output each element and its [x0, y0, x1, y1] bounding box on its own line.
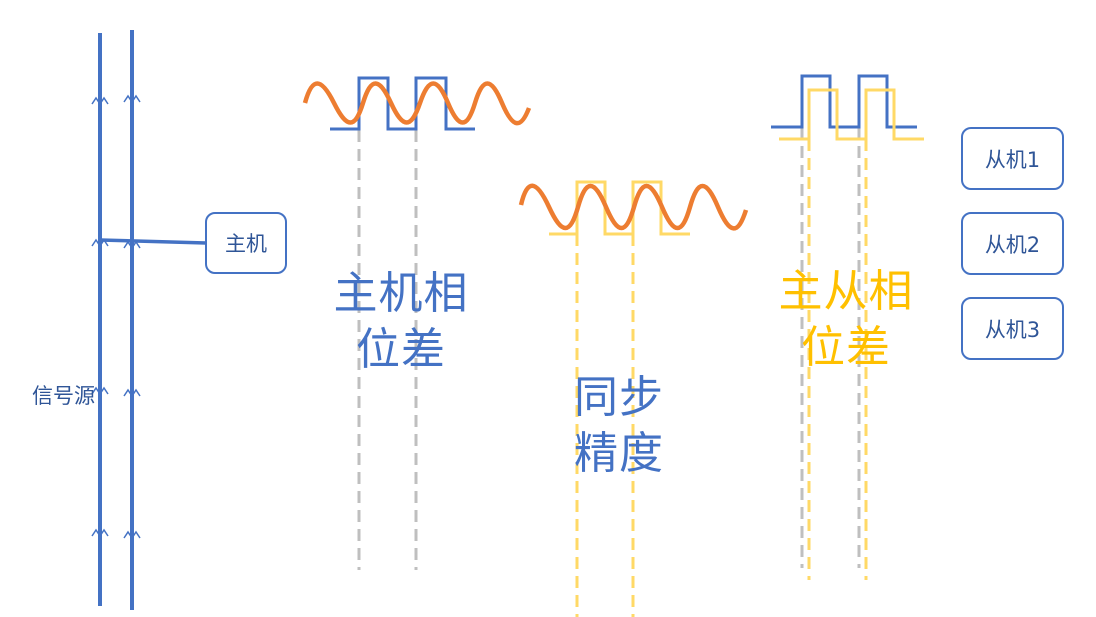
slave-node-label: 从机1 — [984, 147, 1041, 172]
signal-source-label: 信号源 — [32, 384, 95, 408]
slave-node-label: 从机3 — [984, 317, 1041, 342]
slave-node-label: 从机2 — [984, 232, 1041, 257]
master-connector — [99, 238, 207, 245]
bus-break-marks — [91, 94, 141, 540]
sine-wave-master — [302, 81, 532, 126]
slave-node-box-2[interactable]: 从机2 — [961, 212, 1064, 275]
sync-precision-label-line2: 精度 — [574, 428, 664, 479]
master-phase-label-line2: 位差 — [356, 324, 446, 375]
sync-precision-label: 同步 精度 — [554, 370, 684, 482]
master-node-box[interactable]: 主机 — [205, 212, 287, 274]
master-phase-waveforms — [302, 76, 532, 570]
master-phase-label-line1: 主机相 — [333, 268, 469, 319]
sine-wave-sync — [518, 183, 749, 231]
square-wave-slave — [779, 88, 924, 141]
master-slave-phase-label: 主从相 位差 — [768, 264, 924, 376]
slave-node-box-1[interactable]: 从机1 — [961, 127, 1064, 190]
square-wave-master-ref — [771, 74, 917, 129]
master-phase-label: 主机相 位差 — [326, 266, 476, 378]
sync-precision-label-line1: 同步 — [574, 372, 664, 423]
master-slave-phase-waveforms — [771, 74, 924, 580]
slave-node-box-3[interactable]: 从机3 — [961, 297, 1064, 360]
master-slave-phase-label-line2: 位差 — [801, 322, 891, 373]
sync-precision-waveforms — [518, 180, 749, 617]
master-slave-phase-label-line1: 主从相 — [778, 266, 914, 317]
master-node-label: 主机 — [225, 232, 267, 256]
